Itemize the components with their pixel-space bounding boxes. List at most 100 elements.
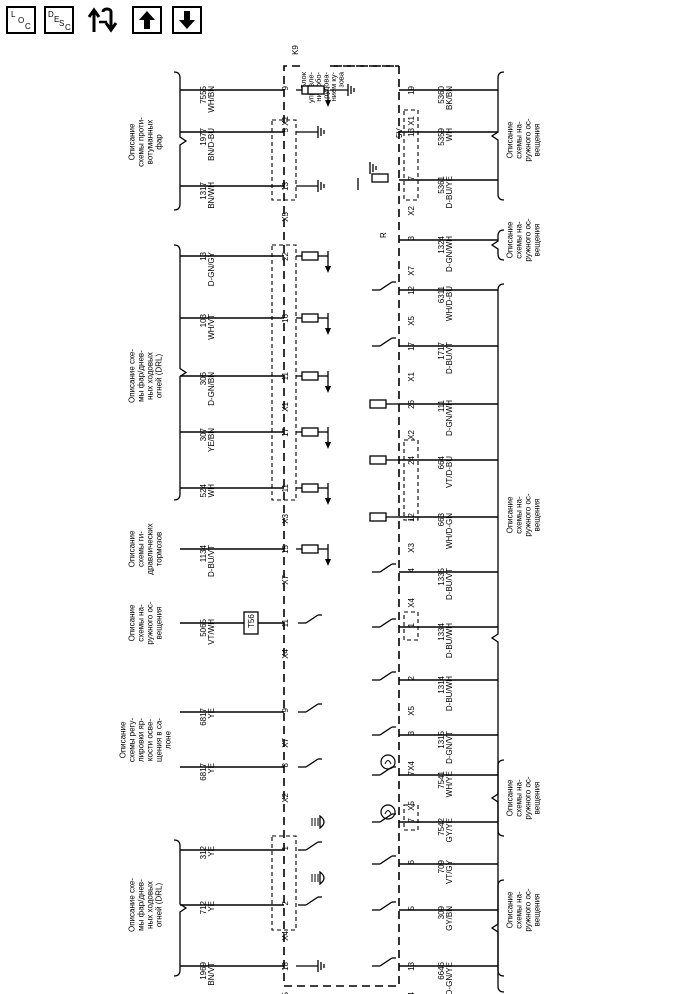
pin-number: 1 xyxy=(407,622,416,627)
module-description-line: Блок xyxy=(299,71,308,88)
wire-color: VT/D-BU xyxy=(445,456,454,488)
description-line: Описание xyxy=(128,530,137,567)
connector-id: X4 xyxy=(407,991,416,994)
pulldown-resistor-icon xyxy=(296,251,331,273)
pin-number: 17 xyxy=(407,341,416,350)
t56-component: T56 xyxy=(243,611,259,635)
circuit-number: 13 xyxy=(199,251,208,260)
r-label: R xyxy=(379,232,388,238)
wire-color: VT/WH xyxy=(207,619,216,645)
description-line: вещения xyxy=(533,782,542,815)
wire-color: WH/BN xyxy=(207,86,216,113)
headlamp-icon xyxy=(311,870,325,886)
input-switch-icon xyxy=(298,896,322,906)
output-switch-icon xyxy=(372,563,396,573)
group-bracket xyxy=(173,71,188,211)
loc-button[interactable]: L O C xyxy=(6,6,36,34)
wire-color: D-GN/WH xyxy=(445,236,454,272)
circuit-number: 5359 xyxy=(437,127,446,145)
circuit-number: 1314 xyxy=(437,675,446,693)
pin-number: 9 xyxy=(281,85,290,90)
pin-number: 13 xyxy=(281,181,290,190)
pin-number: 18 xyxy=(281,961,290,970)
pin-number: 3 xyxy=(407,235,416,240)
wire-color: D-GN/VT xyxy=(445,731,454,764)
scroll-up-button[interactable] xyxy=(132,6,162,34)
ground-icon xyxy=(347,84,355,96)
pin-number: 2 xyxy=(407,675,416,680)
circuit-number: 524 xyxy=(199,483,208,497)
circuit-number: 6311 xyxy=(437,285,446,303)
scroll-down-button[interactable] xyxy=(172,6,202,34)
description-line: Описание xyxy=(506,891,515,928)
output-switch-icon xyxy=(372,671,396,681)
description-line: ружного ос- xyxy=(524,493,533,537)
desc-letter-4: C xyxy=(65,23,71,32)
connector-partition xyxy=(403,611,419,641)
wire-color: D-GN/YE xyxy=(445,962,454,994)
wire-color: YE xyxy=(207,708,216,719)
circuit-number: 309 xyxy=(437,905,446,919)
ground-icon xyxy=(317,180,325,192)
wire-color: BN/D-BU xyxy=(207,128,216,161)
description-line: схемы на- xyxy=(515,221,524,259)
circuit-number: 306 xyxy=(199,371,208,385)
description-line: ружного ос- xyxy=(146,601,155,645)
desc-button[interactable]: D E S C xyxy=(44,6,74,34)
description-line: Описание схе- xyxy=(128,878,137,932)
loc-icon: L O C xyxy=(8,8,34,32)
pin-number: 6 xyxy=(407,859,416,864)
pin-number: 24 xyxy=(407,455,416,464)
wire-color: GY/BN xyxy=(445,906,454,931)
circuit-number: 6817 xyxy=(199,762,208,780)
pin-number: 9 xyxy=(281,707,290,712)
output-switch-icon xyxy=(372,281,396,291)
connector-partition xyxy=(271,119,297,201)
circuit-number: 1324 xyxy=(437,235,446,253)
description-line: ных ходовых xyxy=(146,352,155,400)
input-switch-icon xyxy=(298,841,322,851)
pin-number: 22 xyxy=(281,251,290,260)
circuit-number: 709 xyxy=(437,859,446,873)
pin-number: 15 xyxy=(281,544,290,553)
description-line: схемы на- xyxy=(515,496,524,534)
module-description-line: нием ку- xyxy=(329,72,338,102)
description-line: фар xyxy=(155,134,164,150)
swap-button[interactable] xyxy=(86,4,120,36)
circuit-number: 1969 xyxy=(199,961,208,979)
connector-id: X1 xyxy=(407,371,416,381)
connector-partition xyxy=(403,804,419,831)
wire-color: BN/VT xyxy=(207,962,216,986)
connector-id: X2 xyxy=(407,429,416,439)
circuit-number: 1335 xyxy=(437,567,446,585)
loc-letter-2: O xyxy=(18,16,25,25)
module-description-line: зова xyxy=(337,71,346,87)
description-line: ружного ос- xyxy=(524,888,533,932)
connector-partition xyxy=(403,439,419,521)
circuit-number: 712 xyxy=(199,900,208,914)
description-line: огней (DRL) xyxy=(155,883,164,928)
pin-number: 4 xyxy=(407,567,416,572)
connector-id: X7 xyxy=(407,265,416,275)
output-switch-icon xyxy=(372,901,396,911)
pulldown-resistor-icon xyxy=(296,313,331,335)
circuit-number: 307 xyxy=(199,427,208,441)
